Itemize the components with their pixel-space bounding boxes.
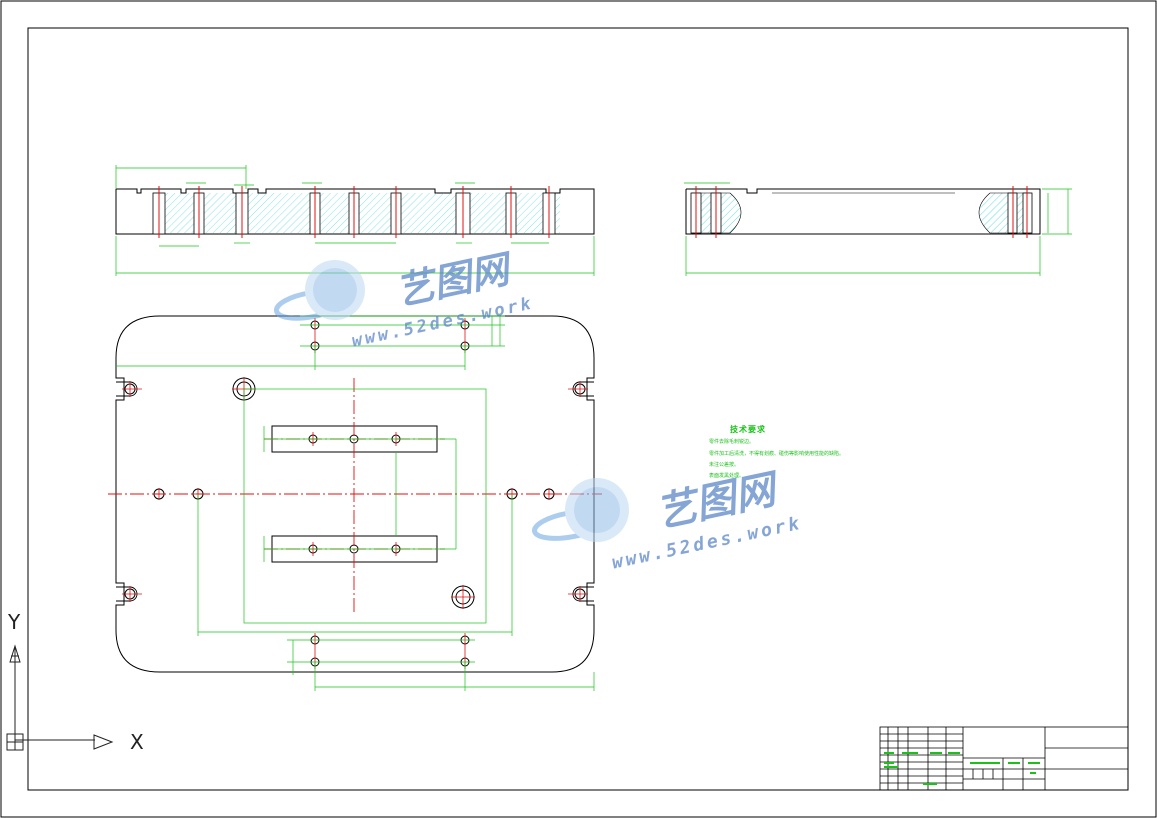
title-block [879,726,1129,791]
technical-notes-title: 技术要求 [730,425,766,434]
side-dimensions [684,182,1072,276]
plate-outline [115,315,595,673]
ucs-icon [6,644,114,751]
counterbore-holes [232,377,475,609]
front-section-view [115,165,595,276]
side-hatch-right [978,192,1031,234]
hatched-region [160,193,560,233]
plan-view [108,315,602,691]
plan-centerlines [108,378,602,612]
side-section-view [684,182,1072,276]
corner-slots [116,381,594,602]
plan-dimensions [116,315,595,691]
front-centerlines [158,186,550,238]
ucs-x-label: X [130,730,144,754]
hole-crosshairs [122,318,588,669]
sheet-frame [27,27,1129,791]
technical-note-3: 未注公差按。 [709,462,740,468]
watermark-logo-1 [273,260,365,321]
side-centerlines [695,186,1028,238]
title-block-fills [884,752,1040,785]
technical-note-2: 零件加工后清洗，不得有划痕、碰伤等影响使用性能的缺陷。 [709,451,845,457]
side-outline [685,188,1041,235]
small-holes [124,320,586,667]
ucs-y-label: Y [8,610,21,634]
technical-note-1: 零件去除毛刺锐边。 [709,439,755,445]
technical-note-4: 表面发黑处理。 [709,473,745,479]
watermark-logo-2 [531,478,629,542]
